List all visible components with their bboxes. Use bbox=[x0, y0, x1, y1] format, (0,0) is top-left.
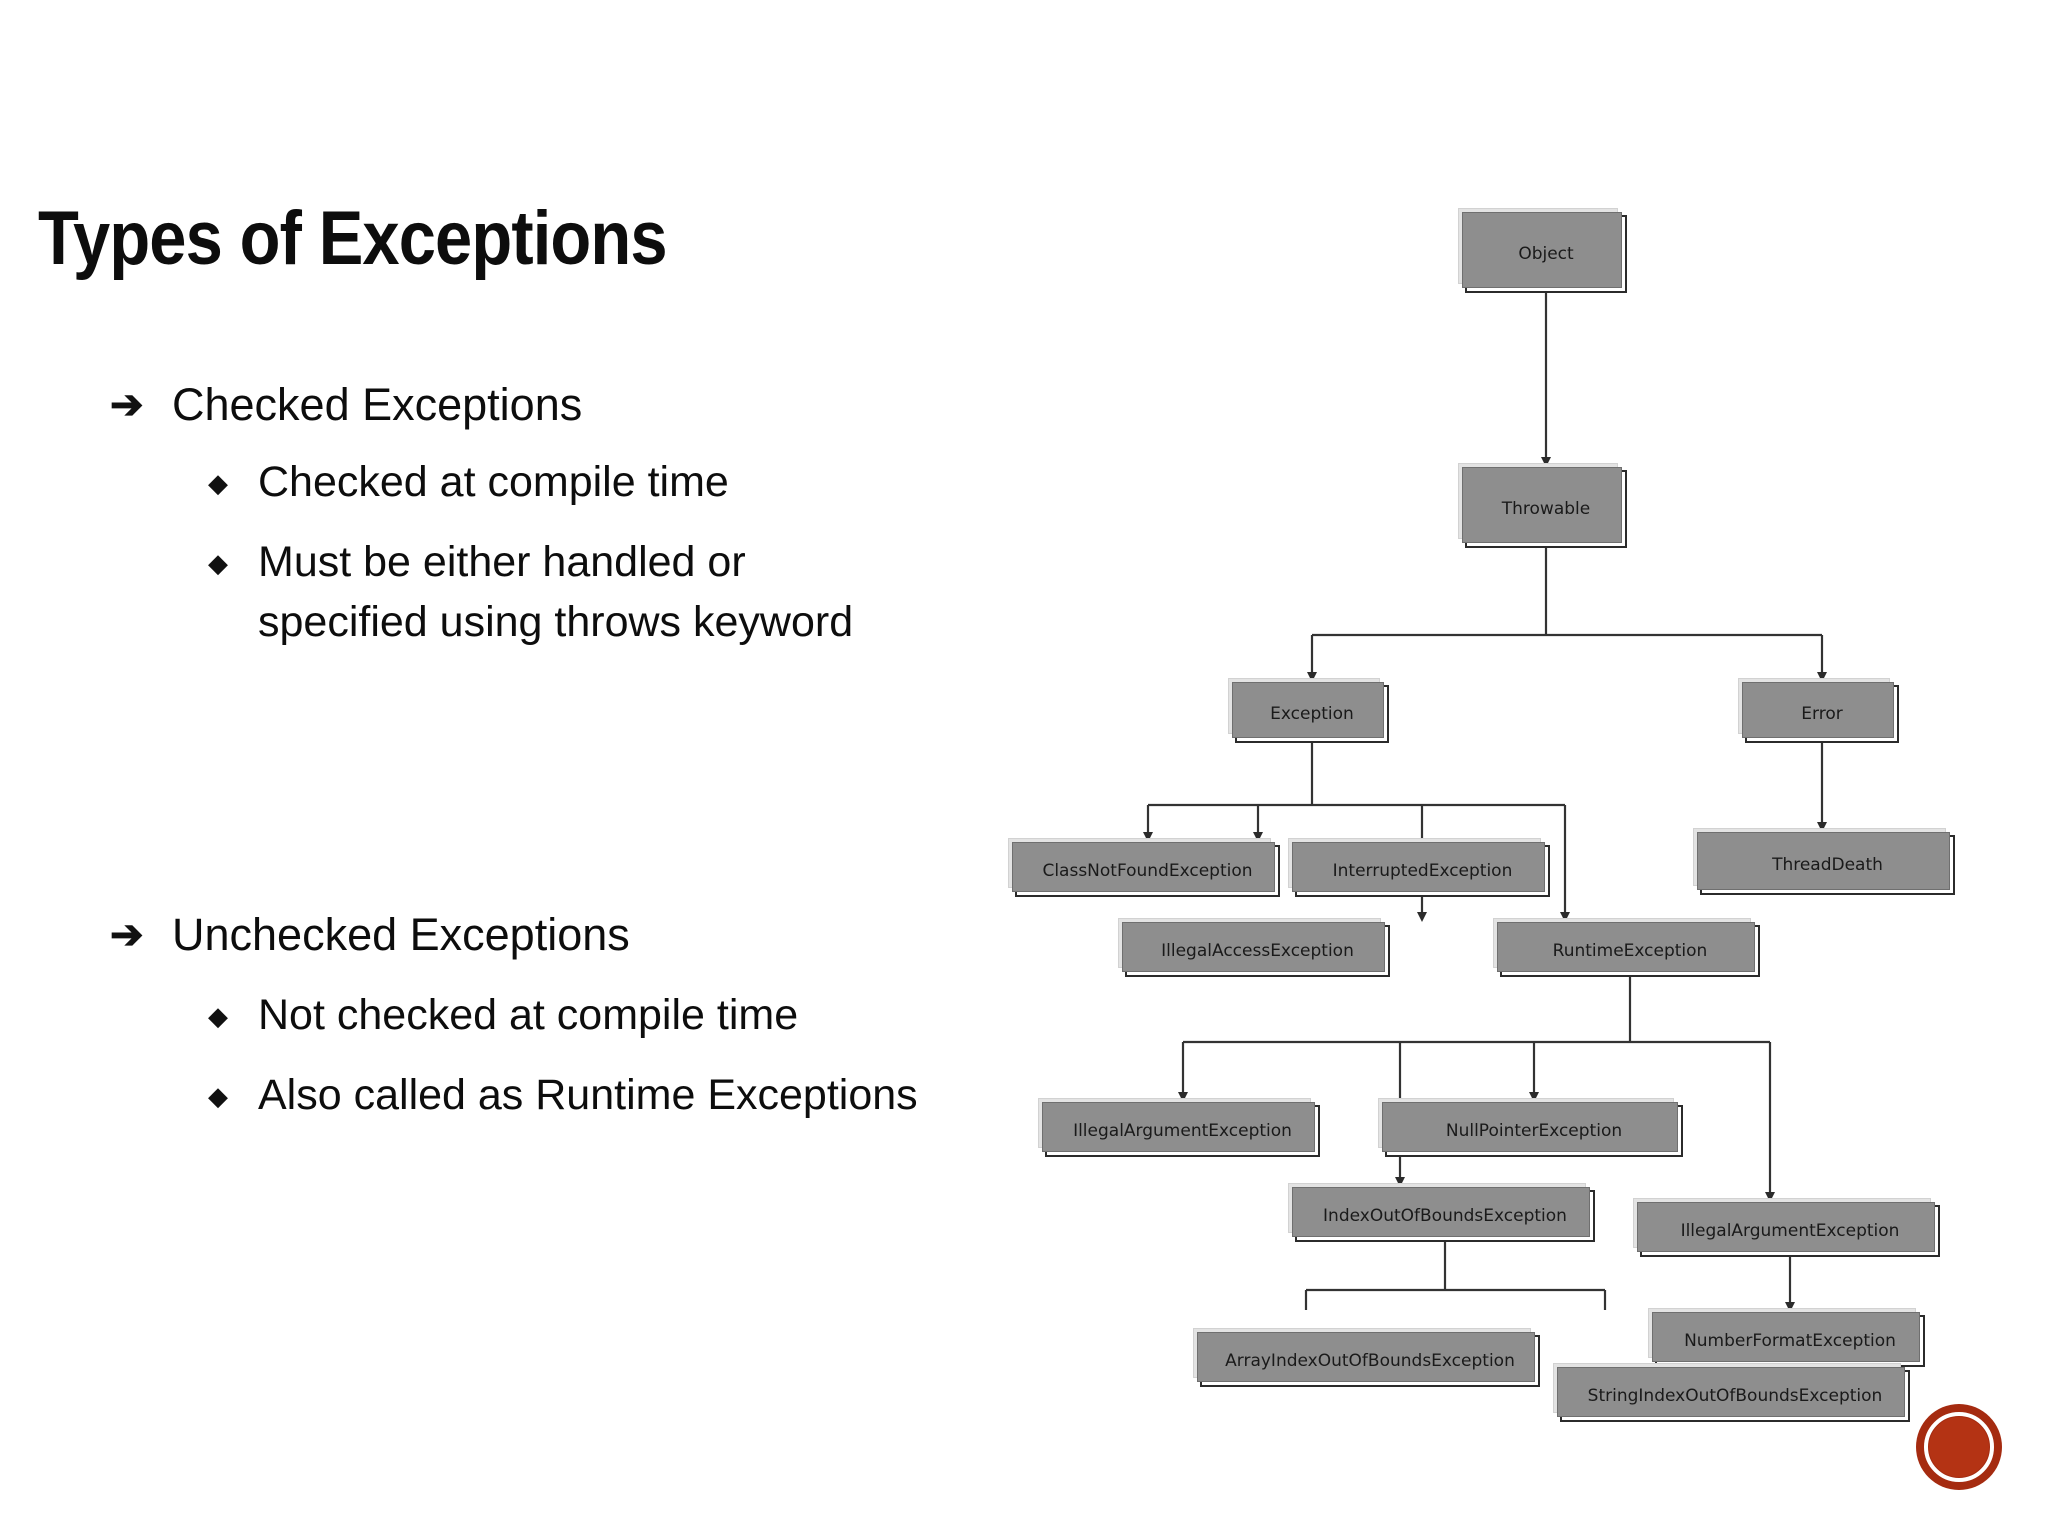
bullet-level1-unchecked-exceptions: ➔ Unchecked Exceptions bbox=[110, 908, 630, 962]
node-runtimeexception: RuntimeException bbox=[1493, 918, 1760, 977]
logo-ring bbox=[1924, 1412, 1994, 1482]
bullet-level1-label: Unchecked Exceptions bbox=[172, 909, 630, 960]
node-interruptedexception: InterruptedException bbox=[1288, 838, 1550, 897]
exception-hierarchy-diagram: Object Throwable Exception Error ThreadD… bbox=[1000, 180, 2048, 1422]
bullet-level2-not-checked-at-compile-time: ◆ Not checked at compile time bbox=[208, 988, 798, 1044]
bullet-level2-line1: Checked at compile time bbox=[258, 458, 729, 506]
bullet-level2-also-called-runtime-exceptions: ◆ Also called as Runtime Exceptions bbox=[208, 1068, 918, 1124]
diamond-bullet-icon: ◆ bbox=[208, 468, 228, 498]
node-object: Object bbox=[1458, 208, 1627, 293]
bullet-level1-label: Checked Exceptions bbox=[172, 379, 583, 430]
node-throwable: Throwable bbox=[1458, 463, 1627, 548]
node-stringindexoutofboundsexception: StringIndexOutOfBoundsException bbox=[1553, 1363, 1910, 1422]
node-numberformatexception: NumberFormatException bbox=[1648, 1308, 1925, 1367]
bullet-level1-checked-exceptions: ➔ Checked Exceptions bbox=[110, 378, 582, 432]
bullet-level2-line1: Not checked at compile time bbox=[258, 991, 799, 1039]
node-illegalargumentexception-1: IllegalArgumentException bbox=[1038, 1098, 1320, 1157]
diamond-bullet-icon: ◆ bbox=[208, 1001, 228, 1031]
arrow-bullet-icon: ➔ bbox=[110, 383, 144, 427]
bullet-level2-line1: Also called as Runtime Exceptions bbox=[258, 1071, 918, 1119]
node-illegalargumentexception-2: IllegalArgumentException bbox=[1633, 1198, 1940, 1257]
node-threaddeath: ThreadDeath bbox=[1693, 828, 1955, 895]
bullet-level2-checked-at-compile-time: ◆ Checked at compile time bbox=[208, 455, 729, 511]
bullet-level2-line1: Must be either handled or bbox=[258, 538, 746, 586]
node-nullpointerexception: NullPointerException bbox=[1378, 1098, 1683, 1157]
circular-seal-logo bbox=[1916, 1404, 2002, 1490]
diagram-connectors bbox=[1143, 293, 1827, 1310]
diamond-bullet-icon: ◆ bbox=[208, 548, 228, 578]
bullet-level2-line2: specified using throws keyword bbox=[258, 598, 854, 646]
node-classnotfoundexception: ClassNotFoundException bbox=[1008, 838, 1280, 897]
diamond-bullet-icon: ◆ bbox=[208, 1081, 228, 1111]
node-exception: Exception bbox=[1228, 678, 1389, 743]
page-title: Types of Exceptions bbox=[38, 196, 668, 281]
node-error: Error bbox=[1738, 678, 1899, 743]
node-arrayindexoutofboundsexception: ArrayIndexOutOfBoundsException bbox=[1193, 1328, 1540, 1387]
node-illegalaccessexception: IllegalAccessException bbox=[1118, 918, 1390, 977]
arrow-bullet-icon: ➔ bbox=[110, 913, 144, 957]
bullet-level2-must-be-handled: ◆ Must be either handled or specified us… bbox=[208, 535, 853, 649]
node-indexoutofboundsexception: IndexOutOfBoundsException bbox=[1288, 1183, 1595, 1242]
